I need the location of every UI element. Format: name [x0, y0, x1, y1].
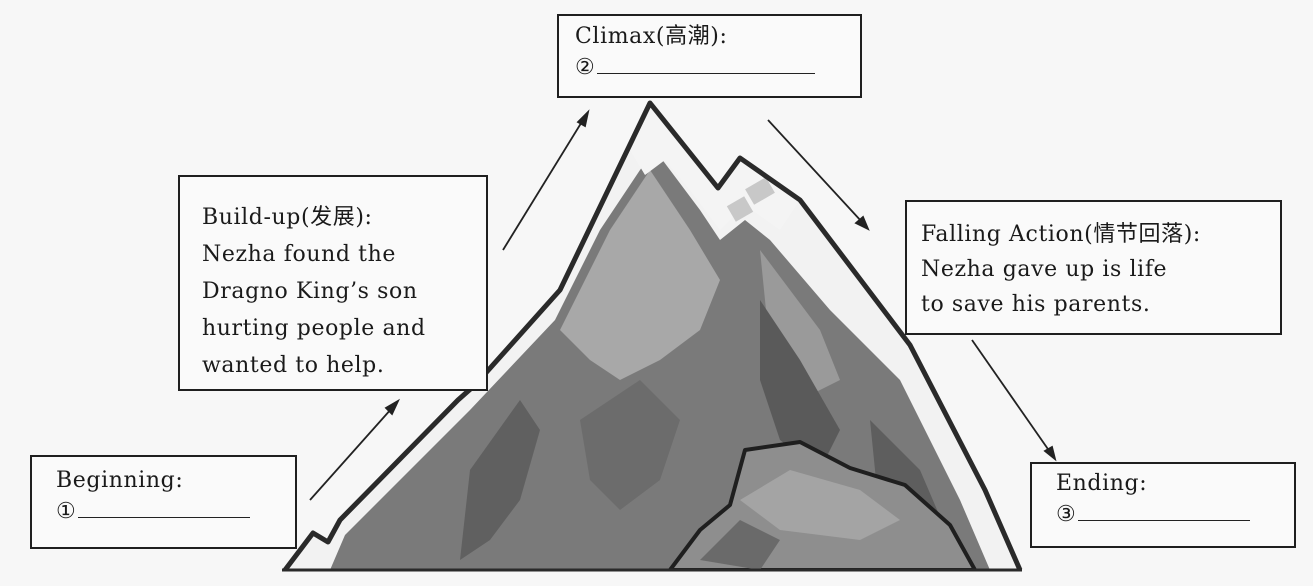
mountain-rock-light: [560, 170, 720, 380]
buildup-box: Build-up(发展): Nezha found the Dragno Kin…: [178, 175, 488, 391]
falling-action-label: Falling Action(情节回落):: [921, 222, 1201, 247]
buildup-label: Build-up(发展):: [202, 205, 373, 230]
ending-number: ③: [1056, 502, 1077, 527]
falling-action-line: Nezha gave up is life: [921, 257, 1168, 282]
climax-box: Climax(高潮): ②: [557, 14, 862, 98]
arrow-buildup-to-climax: [502, 119, 584, 251]
mountain-outline: [283, 100, 1023, 572]
arrow-beginning-to-buildup: [309, 407, 393, 501]
mountain-shadow-3: [580, 380, 680, 510]
beginning-answer-blank[interactable]: [78, 495, 251, 518]
buildup-line: wanted to help.: [202, 353, 385, 378]
climax-number: ②: [575, 55, 596, 80]
mountain: [282, 100, 1023, 572]
mountain-shadow-2: [460, 400, 540, 560]
beginning-box: Beginning: ①: [30, 455, 297, 549]
buildup-line: Dragno King’s son: [202, 279, 418, 304]
buildup-line: hurting people and: [202, 316, 426, 341]
climax-label: Climax(高潮):: [575, 24, 728, 49]
ending-answer-blank[interactable]: [1078, 498, 1251, 521]
arrow-climax-to-falling: [767, 119, 863, 223]
beginning-label: Beginning:: [56, 468, 184, 493]
beginning-number: ①: [56, 499, 77, 524]
mountain-shadow-1: [760, 300, 840, 470]
climax-answer-blank[interactable]: [597, 51, 816, 74]
arrow-falling-to-ending: [971, 339, 1051, 453]
ending-label: Ending:: [1056, 471, 1148, 496]
buildup-line: Nezha found the: [202, 242, 396, 267]
falling-action-box: Falling Action(情节回落): Nezha gave up is l…: [905, 200, 1282, 335]
falling-action-line: to save his parents.: [921, 292, 1151, 317]
ending-box: Ending: ③: [1030, 462, 1296, 548]
